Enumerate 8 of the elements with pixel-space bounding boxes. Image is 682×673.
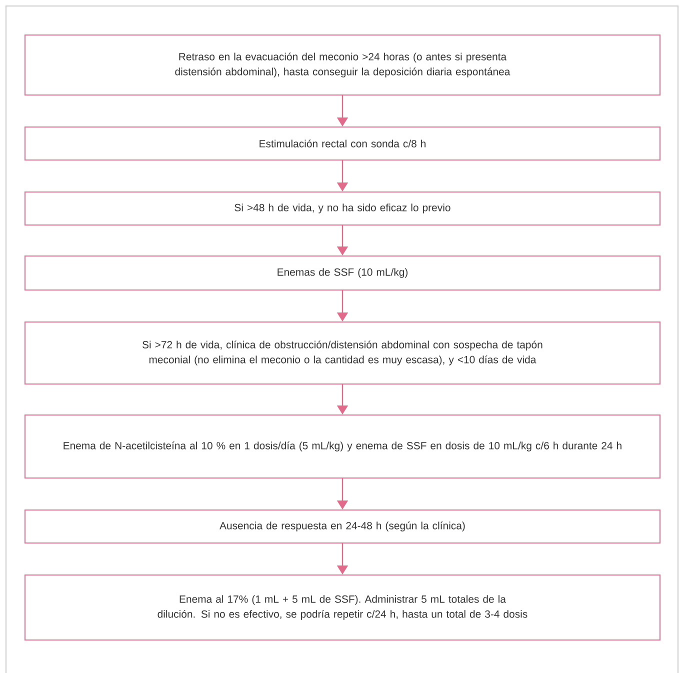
process-box: Ausencia de respuesta en 24-48 h (según la clínica): [24, 510, 660, 544]
process-box: Si >48 h de vida, y no ha sido eficaz lo previo: [24, 192, 660, 226]
process-box: Estimulación rectal con sonda c/8 h: [24, 126, 660, 160]
process-box: Enemas de SSF (10 mL/kg): [24, 256, 660, 290]
process-box: Retraso en la evacuación del meconio >24 horas (o antes si presenta distensión abdominal), hasta conseguir la deposición diaria espontánea: [24, 34, 660, 96]
process-box: Enema al 17% (1 mL + 5 mL de SSF). Administrar 5 mL totales de la dilución. Si no es efectivo, se podría repetir c/24 h, hasta un total de 3-4 dosis: [24, 574, 660, 640]
process-box: Si >72 h de vida, clínica de obstrucción/distensión abdominal con sospecha de tapón meconial (no elimina el meconio o la cantidad es muy escasa), y <10 días de vida: [24, 322, 660, 384]
process-box: Enema de N-acetilcisteína al 10 % en 1 dosis/día (5 mL/kg) y enema de SSF en dosis de 10 mL/kg c/6 h durante 24 h: [24, 414, 660, 478]
